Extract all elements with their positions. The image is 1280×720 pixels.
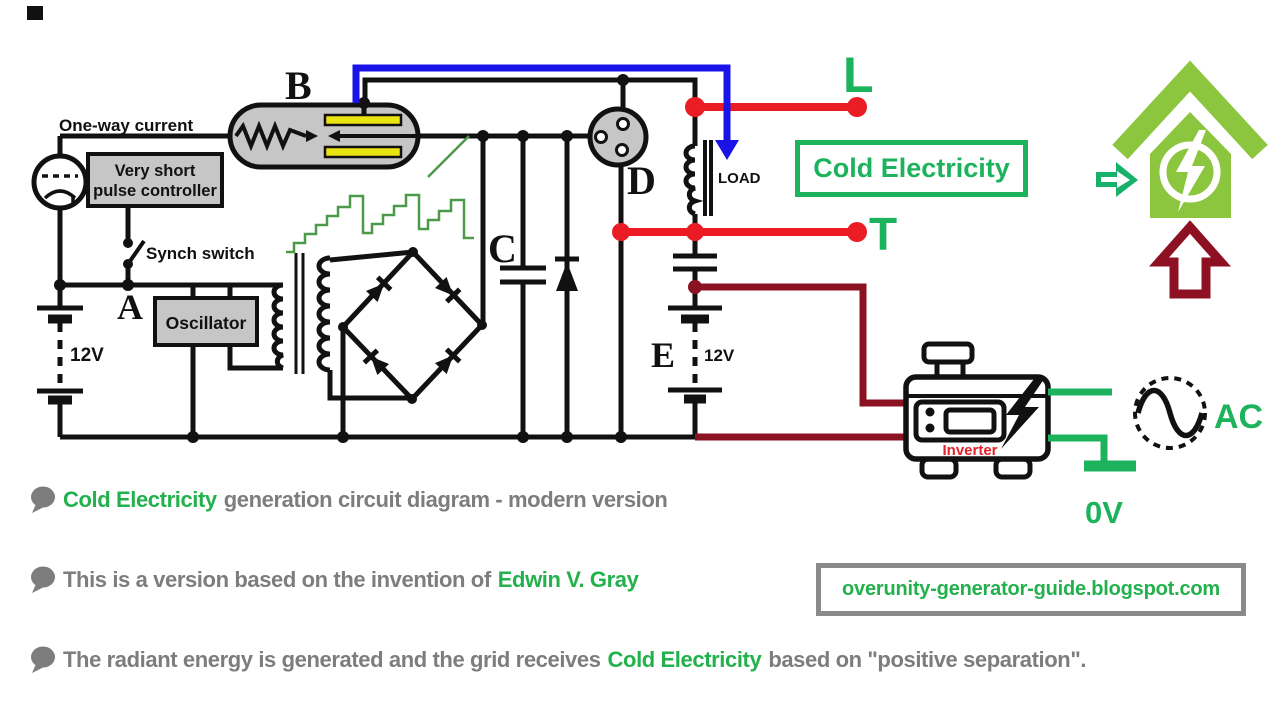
component-e-label: E	[651, 335, 675, 375]
caption-2-highlight: Edwin V. Gray	[497, 567, 639, 592]
bridge-rectifier	[362, 275, 462, 376]
component-c-label: C	[488, 226, 517, 271]
capacitor-plate-top	[323, 113, 403, 127]
caption-2-lead: This is a version based on the invention…	[63, 567, 491, 592]
synch-switch-label: Synch switch	[146, 244, 255, 263]
battery-12v-left	[37, 305, 83, 405]
dark-red-wires	[695, 283, 910, 441]
junction-dots	[54, 74, 629, 443]
component-d-commutator	[587, 106, 649, 168]
blue-wire-arrow	[352, 64, 739, 160]
corner-mark	[27, 6, 43, 20]
ac-source-icon	[1133, 376, 1207, 450]
load-label: LOAD	[718, 170, 761, 187]
load-transformer	[683, 140, 713, 217]
pulse-controller-label-2: pulse controller	[93, 182, 217, 200]
ac-label: AC	[1214, 398, 1263, 436]
lightning-bolt-icon	[1001, 379, 1044, 449]
watermark-box: overunity-generator-guide.blogspot.com	[816, 563, 1246, 616]
caption-line-2: This is a version based on the invention…	[30, 566, 639, 594]
caption-3-highlight: Cold Electricity	[607, 647, 762, 672]
component-b-label: B	[285, 63, 312, 108]
staircase-waveform	[286, 135, 474, 254]
speech-bubble-icon	[31, 646, 55, 673]
house-bolt-icon	[1176, 130, 1206, 212]
caption-1-highlight: Cold Electricity	[63, 487, 217, 512]
oscillator-box: Oscillator	[153, 296, 259, 347]
vacuum-tube	[31, 153, 89, 211]
battery-12v-e	[668, 305, 722, 404]
caption-3-tail: based on "positive separation".	[768, 647, 1087, 672]
diode	[556, 262, 578, 291]
one-way-current-label: One-way current	[59, 116, 193, 135]
battery-e-label: 12V	[704, 346, 735, 365]
inverter-label: Inverter	[942, 442, 997, 459]
pulse-controller-box: Very short pulse controller	[86, 152, 224, 208]
caption-1-rest: generation circuit diagram - modern vers…	[223, 487, 668, 512]
component-d-label: D	[627, 158, 656, 203]
green-output-wires	[1048, 388, 1136, 472]
cold-electricity-box: Cold Electricity	[795, 140, 1028, 197]
component-b-capsule	[227, 102, 421, 170]
zero-v-label: 0V	[1085, 495, 1123, 530]
speech-bubble-icon	[31, 566, 55, 593]
inverter-icon: Inverter	[903, 341, 1051, 480]
red-terminal-wires	[612, 97, 867, 242]
terminal-t-label: T	[869, 208, 897, 260]
caption-line-3: The radiant energy is generated and the …	[30, 646, 1086, 674]
speech-bubble-icon	[31, 486, 55, 513]
energy-circle-icon	[1159, 141, 1221, 203]
component-a-label: A	[117, 287, 143, 327]
oscillator-label: Oscillator	[166, 313, 247, 333]
terminal-l-label: L	[843, 47, 874, 103]
capacitor-plate-bottom	[323, 145, 403, 159]
transformer	[271, 253, 331, 374]
battery-left-label: 12V	[70, 345, 104, 366]
green-house-icon	[1096, 60, 1268, 299]
caption-3-lead: The radiant energy is generated and the …	[63, 647, 601, 672]
dark-red-node	[688, 280, 702, 294]
up-arrow-icon	[1149, 220, 1231, 299]
pulse-controller-label-1: Very short	[115, 162, 196, 180]
synch-switch	[123, 238, 133, 269]
